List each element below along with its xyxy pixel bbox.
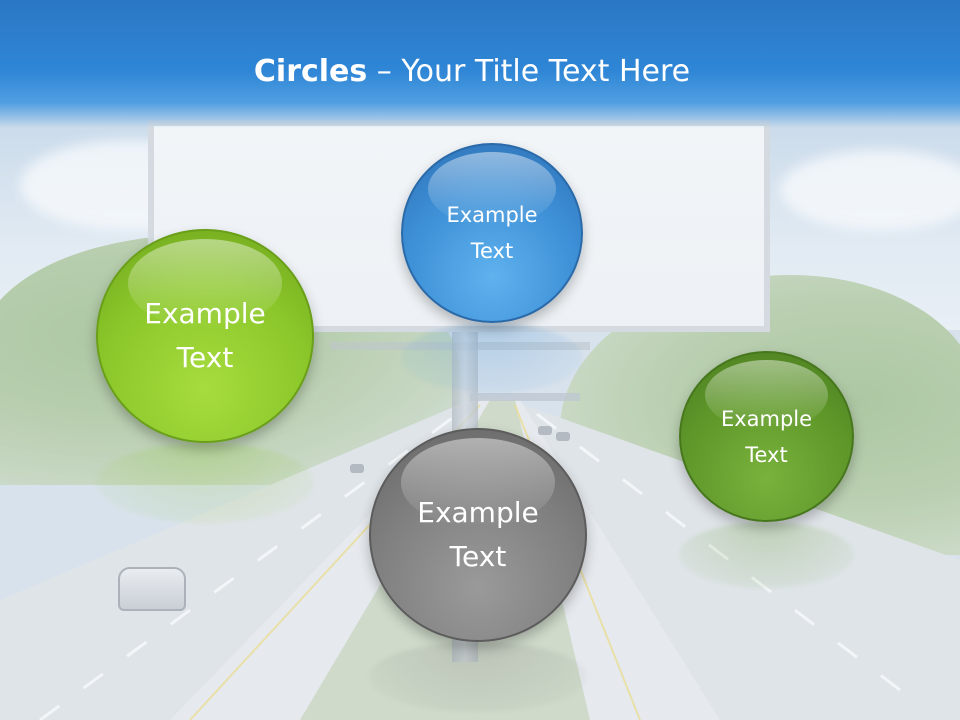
circle-label: Example Text (446, 203, 538, 263)
distant-car-1 (350, 464, 364, 473)
distant-car-3 (556, 432, 570, 441)
circle-top-blue[interactable]: Example Text (401, 143, 583, 323)
circle-right-dark-green[interactable]: Example Text (679, 351, 854, 522)
circle-left-light-green[interactable]: Example Text (96, 229, 314, 443)
distant-car-2 (538, 426, 552, 435)
circle-label: Example Text (417, 496, 539, 573)
slide-title-bold: Circles (253, 54, 368, 89)
circle-label: Example Text (144, 297, 266, 374)
overpass (470, 393, 580, 401)
circle-label: Example Text (720, 406, 813, 467)
cloud-right (780, 150, 960, 230)
slide-title-rest: – Your Title Text Here (367, 54, 691, 89)
circle-reflection-dark-green (679, 522, 854, 588)
circle-reflection-blue (401, 323, 583, 393)
circle-reflection-gray (369, 642, 587, 712)
circle-reflection-light-green (96, 443, 314, 523)
circle-bottom-gray[interactable]: Example Text (369, 428, 587, 642)
title-bar (0, 0, 960, 128)
car-image (118, 567, 186, 611)
slide-title: Circles – Your Title Text Here (0, 52, 944, 92)
